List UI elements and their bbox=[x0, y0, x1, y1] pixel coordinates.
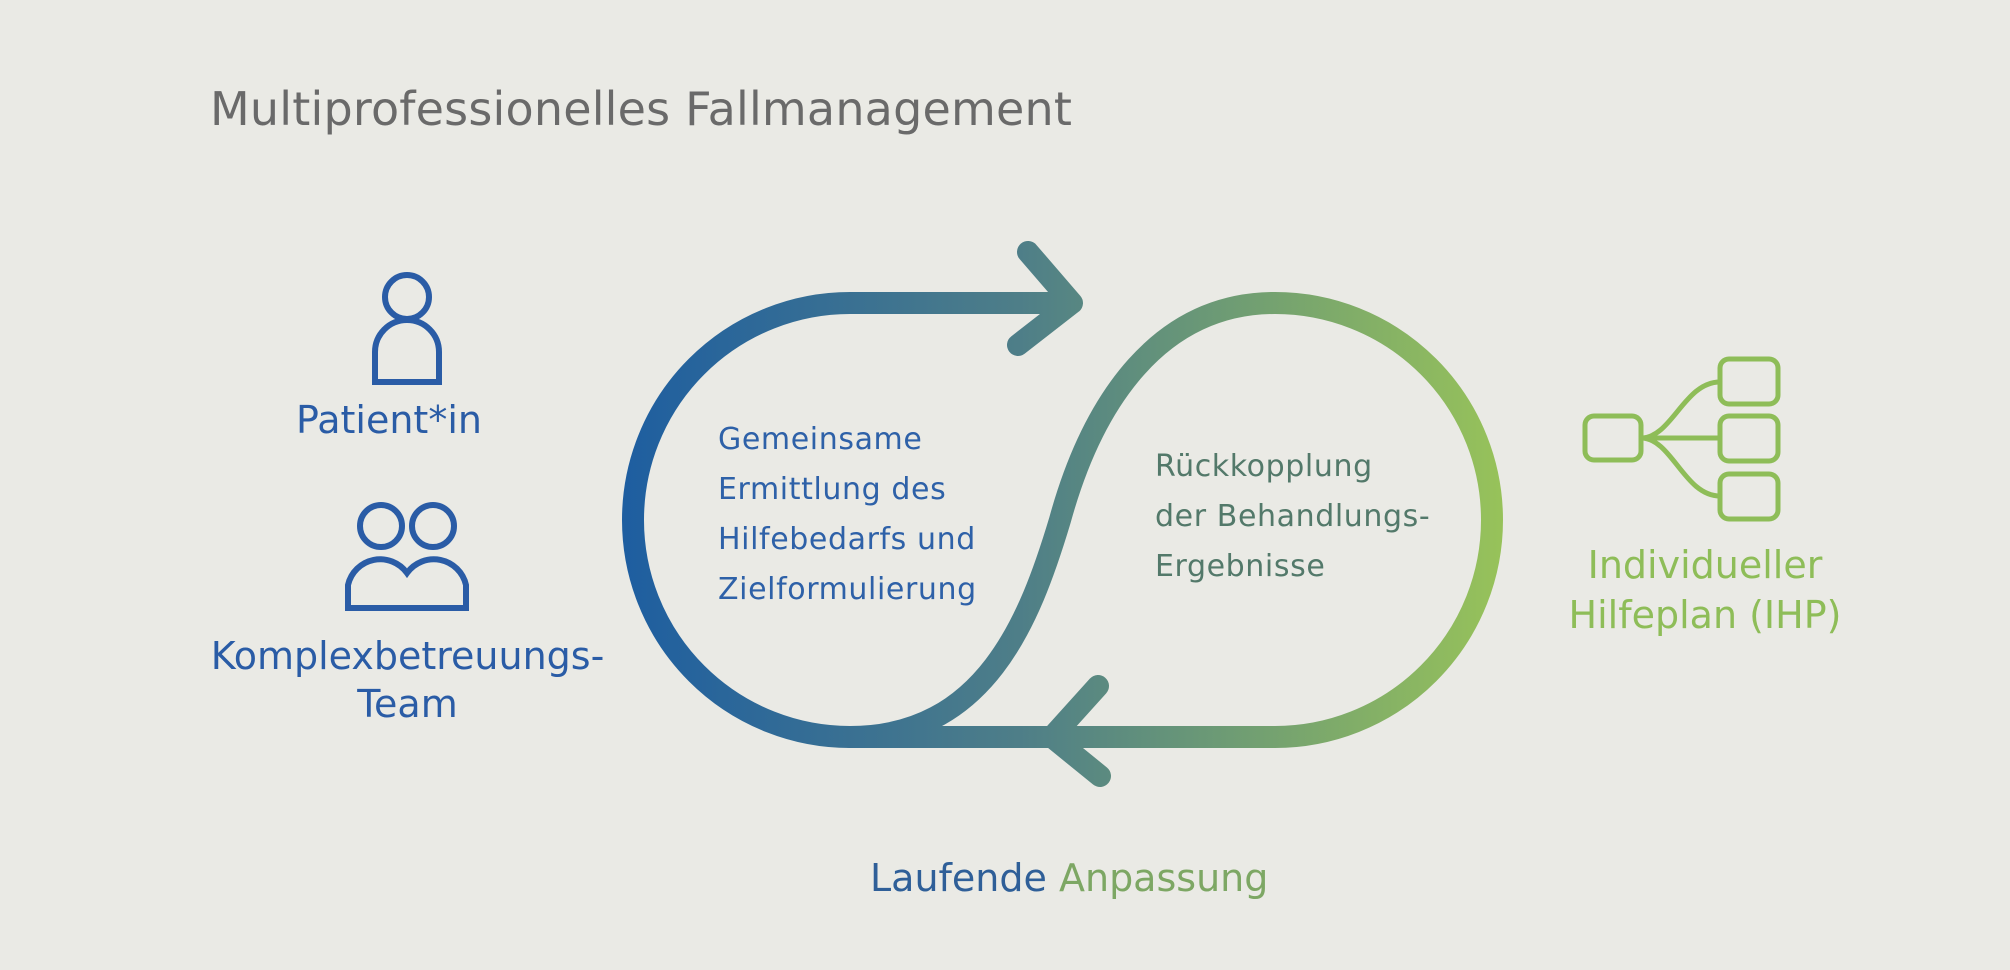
loop-left-text: Gemeinsame Ermittlung des Hilfebedarfs u… bbox=[718, 415, 977, 615]
loop-right-line: Rückkopplung bbox=[1155, 449, 1373, 484]
person-icon bbox=[372, 272, 442, 385]
cycle-arrow-icon bbox=[622, 241, 1503, 787]
loop-right-text: Rückkopplung der Behandlungs- Ergebnisse bbox=[1155, 442, 1430, 592]
bottom-caption: Laufende Anpassung bbox=[870, 856, 1268, 900]
bottom-caption-word2: Anpassung bbox=[1058, 856, 1269, 900]
page-title: Multiprofessionelles Fallmanagement bbox=[210, 82, 1073, 136]
ihp-label-line1: Individueller bbox=[1587, 543, 1823, 587]
ihp-label-line2: Hilfeplan (IHP) bbox=[1568, 593, 1842, 637]
bottom-caption-word1: Laufende bbox=[870, 856, 1047, 900]
team-label-line1: Komplexbetreuungs- bbox=[210, 634, 605, 678]
loop-left-line: Zielformulierung bbox=[718, 572, 977, 607]
loop-right-line: der Behandlungs- bbox=[1155, 499, 1431, 534]
loop-left-line: Gemeinsame bbox=[718, 422, 923, 457]
team-label-line2: Team bbox=[357, 682, 458, 726]
patient-label: Patient*in bbox=[296, 398, 482, 442]
loop-left-line: Ermittlung des bbox=[718, 472, 947, 507]
loop-right-line: Ergebnisse bbox=[1155, 549, 1326, 584]
tree-plan-icon bbox=[1582, 356, 1781, 522]
ihp-label: Individueller Hilfeplan (IHP) bbox=[1540, 540, 1870, 640]
team-label: Komplexbetreuungs- Team bbox=[205, 632, 610, 728]
group-icon bbox=[345, 502, 469, 611]
loop-left-line: Hilfebedarfs und bbox=[718, 522, 976, 557]
